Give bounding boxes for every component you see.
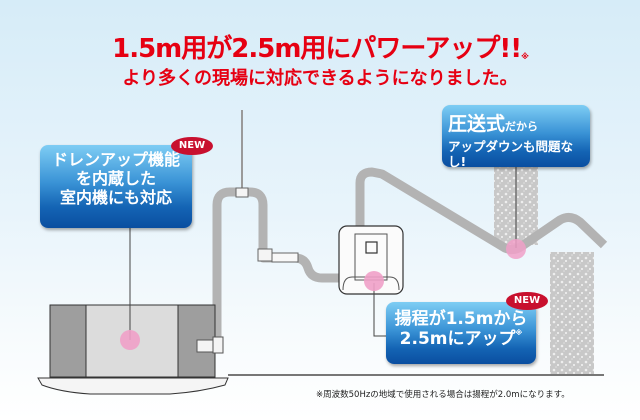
callout-text: だから	[505, 120, 539, 133]
footnote: ※周波数50Hzの地域で使用される場合は揚程が2.0mになります。	[316, 390, 570, 400]
callout-text: 揚程が1.5mから	[394, 309, 528, 329]
marker-pipe	[506, 239, 526, 259]
callout-text: ドレンアップ機能	[51, 150, 180, 169]
marker-pump	[364, 271, 384, 291]
headline-text: 1.5m用が2.5m用にパワーアップ!!	[112, 34, 522, 64]
headline-note-mark: ※	[521, 52, 529, 61]
concrete-column	[550, 252, 594, 375]
callout-pressure-feed: 圧送式だから アップダウンも問題なし!	[442, 105, 590, 169]
new-badge: NEW	[171, 137, 213, 155]
headline-main: 1.5m用が2.5m用にパワーアップ!!※	[0, 28, 640, 65]
note-mark: ※	[515, 329, 523, 338]
callout-text: 圧送式	[448, 113, 506, 135]
callout-drain-up: ドレンアップ機能 を内蔵した 室内機にも対応	[40, 145, 192, 228]
callout-text: アップダウンも問題なし!	[448, 138, 574, 169]
callout-text: を内蔵した	[75, 169, 156, 189]
callout-text: 室内機にも対応	[59, 188, 172, 208]
new-badge: NEW	[506, 292, 548, 310]
callout-lift-height: 揚程が1.5mから 2.5mにアップ※	[386, 302, 536, 364]
marker-indoor	[120, 330, 140, 350]
callout-text: 2.5mにアップ	[399, 329, 516, 350]
headline-sub: より多くの現場に対応できるようになりました。	[122, 68, 518, 89]
